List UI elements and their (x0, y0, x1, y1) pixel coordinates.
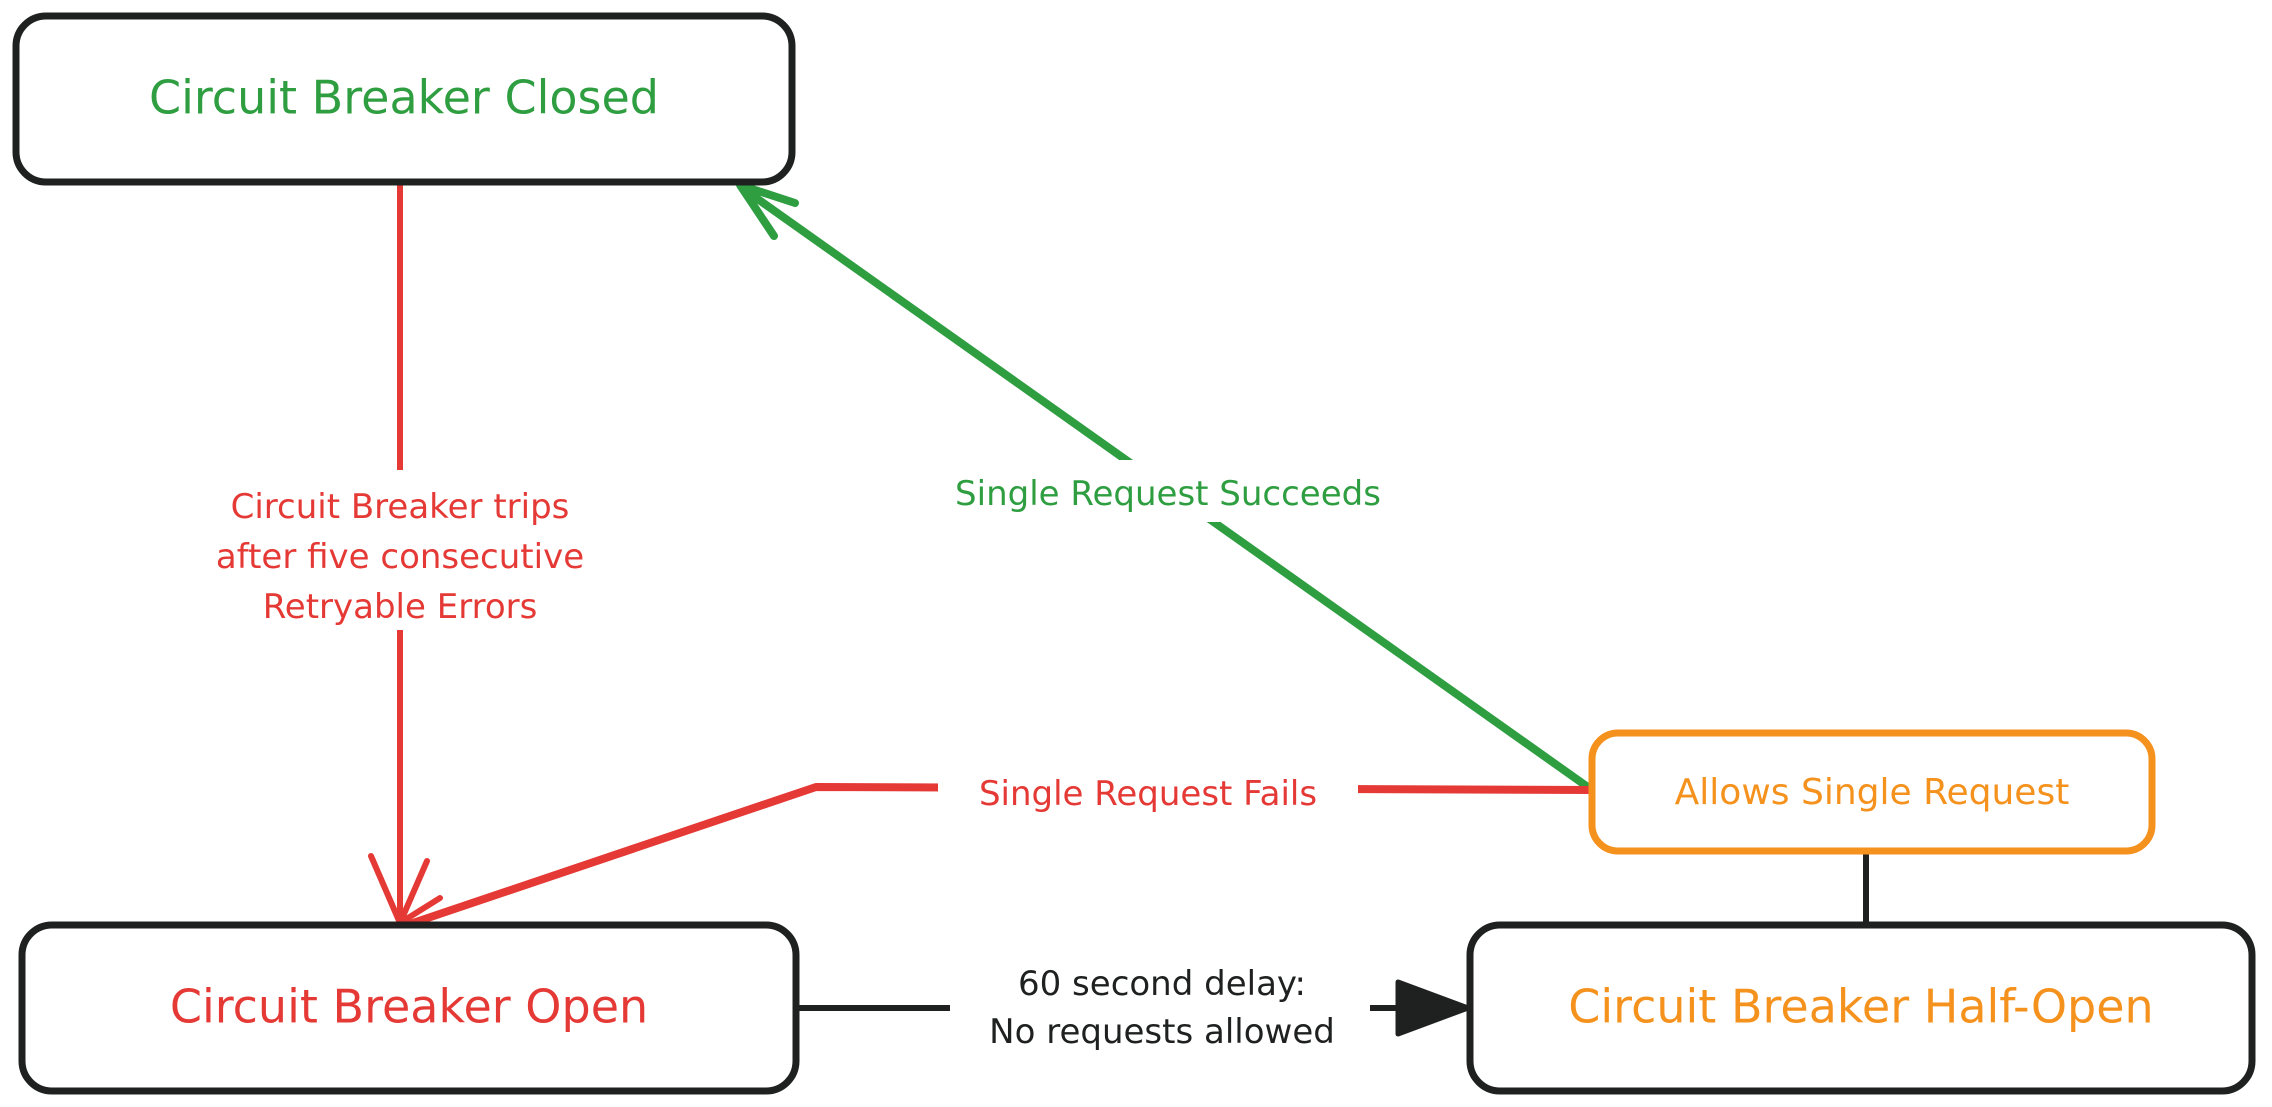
edge-label-open-to-half-open-line-1: 60 second delay: (1018, 964, 1306, 1004)
node-circuit-breaker-half-open-label: Circuit Breaker Half-Open (1568, 980, 2153, 1034)
node-circuit-breaker-half-open[interactable]: Circuit Breaker Half-Open (1466, 921, 2256, 1095)
node-circuit-breaker-open-label: Circuit Breaker Open (170, 980, 648, 1034)
edge-label-allows-to-closed: Single Request Succeeds (918, 460, 1418, 522)
edge-label-allows-to-open-text: Single Request Fails (979, 774, 1317, 814)
edge-label-open-to-half-open-backdrop (950, 950, 1370, 1068)
edge-label-open-to-half-open-line-2: No requests allowed (989, 1012, 1335, 1052)
edge-closed-to-open-arrowhead (368, 853, 443, 926)
node-circuit-breaker-closed-label: Circuit Breaker Closed (149, 71, 659, 125)
edge-label-allows-to-closed-backdrop (918, 460, 1418, 522)
edge-label-allows-to-closed-text: Single Request Succeeds (955, 474, 1381, 514)
node-circuit-breaker-open-shape (18, 921, 800, 1095)
edge-label-allows-to-open: Single Request Fails (938, 765, 1358, 819)
node-allows-single-request-shape (1588, 729, 2156, 855)
node-allows-single-request[interactable]: Allows Single Request (1588, 729, 2156, 855)
edge-label-allows-to-open-backdrop (938, 765, 1358, 819)
edge-label-closed-to-open-line-1: Circuit Breaker trips (231, 487, 570, 527)
node-circuit-breaker-half-open-shape (1466, 921, 2256, 1095)
edge-label-closed-to-open-line-3: Retryable Errors (263, 587, 538, 627)
edge-label-closed-to-open: Circuit Breaker trips after five consecu… (160, 470, 640, 630)
edge-label-closed-to-open-line-2: after five consecutive (216, 537, 584, 577)
node-circuit-breaker-closed[interactable]: Circuit Breaker Closed (12, 12, 796, 186)
node-circuit-breaker-closed-shape (12, 12, 796, 186)
edge-open-to-half-open-arrowhead (1395, 979, 1471, 1037)
edge-label-open-to-half-open: 60 second delay: No requests allowed (950, 950, 1370, 1068)
node-circuit-breaker-open[interactable]: Circuit Breaker Open (18, 921, 800, 1095)
edge-label-closed-to-open-backdrop (160, 470, 640, 630)
node-allows-single-request-label: Allows Single Request (1675, 772, 2070, 813)
